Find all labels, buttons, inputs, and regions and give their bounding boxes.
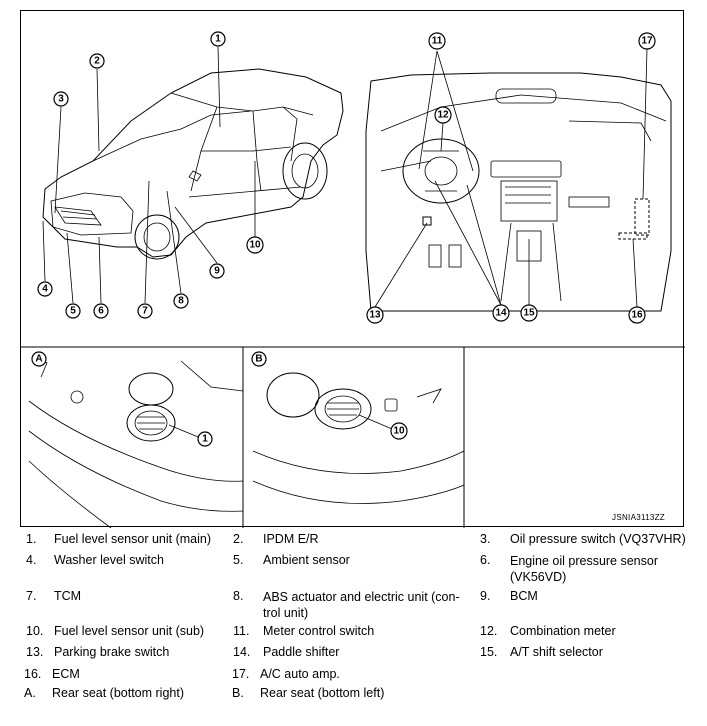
svg-text:5: 5 (70, 306, 76, 317)
legend-number: 16. (24, 667, 42, 681)
legend-number: 14. (233, 645, 251, 659)
legend-text: A/T shift selector (510, 645, 603, 659)
car-exterior-illustration (42, 68, 344, 260)
callout-6: 6 (93, 303, 109, 319)
svg-text:17: 17 (641, 36, 653, 47)
legend-number: B. (232, 686, 244, 700)
svg-text:2: 2 (94, 56, 100, 67)
callout-7: 7 (137, 303, 153, 319)
legend-number: 13. (26, 645, 44, 659)
svg-text:9: 9 (214, 266, 220, 277)
legend-text: Meter control switch (263, 624, 375, 638)
svg-text:6: 6 (98, 306, 104, 317)
legend-text: Oil pressure switch (VQ37VHR) (510, 532, 686, 546)
callout-3: 3 (53, 91, 69, 107)
legend-number: 2. (233, 532, 244, 546)
callout-17: 17 (638, 32, 656, 50)
legend-text: Fuel level sensor unit (main) (54, 532, 212, 546)
callout-11: 11 (428, 32, 446, 50)
legend-number: 9. (480, 589, 491, 603)
legend-number: 11. (233, 624, 250, 638)
legend-text: IPDM E/R (263, 532, 319, 546)
svg-text:12: 12 (437, 110, 449, 121)
panel-b-label: B (251, 351, 267, 367)
legend-text: TCM (54, 589, 82, 603)
callout-5: 5 (65, 303, 81, 319)
svg-text:4: 4 (42, 284, 48, 295)
svg-text:13: 13 (369, 310, 381, 321)
callout-9: 9 (209, 263, 225, 279)
legend-text: Combination meter (510, 624, 616, 638)
svg-text:14: 14 (495, 308, 507, 319)
panel-b-rear-seat-left (252, 372, 465, 504)
svg-text:1: 1 (215, 34, 221, 45)
callout-8: 8 (173, 293, 189, 309)
legend-text: Paddle shifter (263, 645, 340, 659)
svg-text:3: 3 (58, 94, 64, 105)
component-location-figure: A B 1 2 3 4 5 6 7 8 9 10 11 12 13 14 15 … (20, 10, 685, 528)
legend-text: ABS actuator and electric unit (con-trol… (263, 590, 460, 620)
figure-code: JSNIA3113ZZ (612, 513, 665, 522)
callout-12: 12 (434, 106, 452, 124)
legend-number: 7. (26, 589, 37, 603)
callout-16: 16 (628, 306, 646, 324)
legend-number: 15. (480, 645, 498, 659)
panel-a-label: A (31, 351, 47, 367)
figure-drawing: A B 1 2 3 4 5 6 7 8 9 10 11 12 13 14 15 … (21, 31, 685, 528)
legend-number: 10. (26, 624, 44, 638)
svg-text:10: 10 (249, 240, 261, 251)
callout-2: 2 (89, 53, 105, 69)
callout-13: 13 (366, 306, 384, 324)
callout-10-panel-b: 10 (390, 422, 408, 440)
legend-number: 12. (480, 624, 498, 638)
svg-text:16: 16 (631, 310, 643, 321)
legend-text: BCM (510, 589, 538, 603)
legend-number: A. (24, 686, 36, 700)
legend-text: A/C auto amp. (260, 667, 340, 681)
callout-1-panel-a: 1 (197, 431, 213, 447)
svg-text:8: 8 (178, 296, 184, 307)
legend-text: Parking brake switch (54, 645, 170, 659)
legend-number: 17. (232, 667, 250, 681)
legend-text: ECM (52, 667, 80, 681)
legend-number: 4. (26, 553, 37, 567)
svg-text:7: 7 (142, 306, 148, 317)
legend-text: Rear seat (bottom right) (52, 686, 184, 700)
legend-number: 5. (233, 553, 244, 567)
callout-4: 4 (37, 281, 53, 297)
vehicle-interior-illustration (365, 72, 672, 312)
legend-text: Rear seat (bottom left) (260, 686, 385, 700)
legend-text: Washer level switch (54, 553, 164, 567)
legend-text: Fuel level sensor unit (sub) (54, 624, 205, 638)
svg-text:A: A (35, 354, 42, 365)
legend-number: 8. (233, 589, 244, 603)
legend-text: Ambient sensor (263, 553, 350, 567)
callout-leaders (42, 46, 648, 440)
callout-14: 14 (492, 304, 510, 322)
svg-text:11: 11 (432, 36, 443, 47)
callout-1: 1 (210, 31, 226, 47)
svg-text:1: 1 (202, 434, 208, 445)
svg-text:15: 15 (523, 308, 535, 319)
callout-10: 10 (246, 236, 264, 254)
legend-number: 3. (480, 532, 491, 546)
legend-number: 1. (26, 532, 37, 546)
legend-text: Engine oil pressure sensor (VK56VD) (510, 554, 658, 584)
svg-text:B: B (255, 354, 262, 365)
legend-number: 6. (480, 553, 491, 567)
callout-15: 15 (520, 304, 538, 322)
svg-text:10: 10 (393, 426, 405, 437)
